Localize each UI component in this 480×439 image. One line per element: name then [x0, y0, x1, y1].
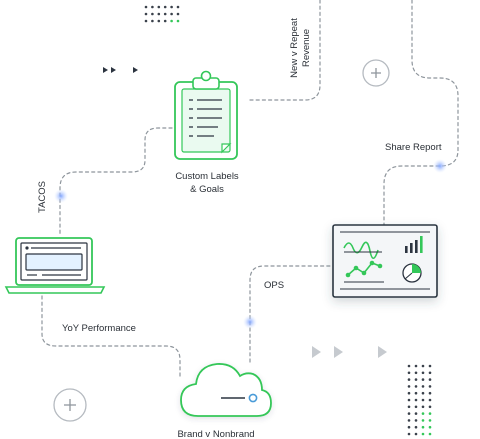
label-ops: OPS	[264, 280, 284, 291]
grid-dot	[407, 371, 411, 375]
dot-grid-top	[144, 5, 180, 23]
grid-dot	[421, 432, 425, 436]
grid-dot	[428, 412, 432, 415]
grid-dot	[407, 425, 411, 429]
grid-dot	[414, 371, 418, 375]
grid-dot	[414, 385, 418, 388]
grid-dot	[414, 364, 418, 368]
glow-nodes	[54, 159, 447, 329]
grid-dot	[163, 5, 167, 9]
plus-circle-icon[interactable]	[53, 388, 87, 422]
grid-dot	[421, 378, 425, 381]
label-custom-labels-line2: & Goals	[190, 184, 224, 195]
grid-dot	[414, 391, 418, 395]
dashboard-icon[interactable]	[332, 224, 438, 298]
grid-dot	[428, 419, 432, 422]
glow-node-share	[433, 159, 447, 173]
grid-dot	[414, 398, 418, 402]
connectors	[41, 0, 459, 377]
label-new-v-repeat: New v Repeat Revenue	[289, 18, 312, 78]
grid-dot	[151, 19, 154, 23]
grid-dot	[421, 371, 425, 375]
grid-dot	[157, 12, 161, 16]
grid-dot	[428, 391, 432, 395]
grid-dot	[151, 5, 154, 9]
connector-laptop-to-cloud	[41, 295, 181, 377]
grid-dot	[407, 385, 411, 388]
label-brand-v-nonbrand: Brand v Nonbrand	[177, 429, 254, 439]
grid-dot	[407, 432, 411, 436]
label-new-v-repeat-line1: New v Repeat	[289, 18, 300, 78]
grid-dot	[170, 12, 173, 16]
grid-dot	[144, 19, 148, 23]
grid-dot	[428, 378, 432, 381]
grid-dot	[163, 12, 167, 16]
label-new-v-repeat-line2: Revenue	[301, 29, 312, 67]
triple-arrow-icon	[103, 67, 138, 73]
grid-dot	[421, 391, 425, 395]
grid-dot	[144, 12, 148, 16]
grid-dot	[421, 398, 425, 402]
cloud-icon[interactable]	[180, 363, 272, 417]
label-custom-labels-line1: Custom Labels	[175, 171, 239, 182]
grid-dot	[421, 419, 425, 422]
grid-dot	[170, 19, 173, 23]
glow-node-ops	[243, 315, 257, 329]
label-share-report: Share Report	[385, 142, 442, 153]
grid-dot	[176, 12, 180, 16]
label-tacos: TACOS	[37, 181, 48, 213]
grid-dot	[407, 419, 411, 422]
grid-dot	[414, 378, 418, 381]
clipboard-icon[interactable]	[174, 70, 238, 160]
plus-circle-icon[interactable]	[362, 59, 390, 87]
triple-arrow-icon	[312, 346, 387, 358]
grid-dot	[157, 19, 161, 23]
grid-dot	[407, 412, 411, 415]
grid-dot	[421, 364, 425, 368]
grid-dot	[144, 5, 148, 9]
grid-dot	[421, 412, 425, 415]
grid-dot	[407, 405, 411, 409]
grid-dot	[428, 385, 432, 388]
grid-dot	[407, 398, 411, 402]
connector-cloud-to-dashboard	[249, 265, 331, 363]
grid-dot	[414, 412, 418, 415]
grid-dot	[421, 385, 425, 388]
grid-dot	[428, 371, 432, 375]
grid-dot	[176, 5, 180, 9]
grid-dot	[157, 5, 161, 9]
grid-dot	[151, 12, 154, 16]
dot-grid-bottom-right	[407, 364, 432, 436]
grid-dot	[414, 425, 418, 429]
dashboard-content	[340, 231, 430, 290]
connector-top-right-to-share	[383, 0, 459, 226]
grid-dot	[407, 391, 411, 395]
grid-dot	[428, 364, 432, 368]
grid-dot	[428, 405, 432, 409]
grid-dot	[414, 405, 418, 409]
connector-clipboard-to-laptop	[59, 127, 173, 237]
glow-node-tacos	[54, 189, 68, 203]
grid-dot	[407, 364, 411, 368]
grid-dot	[170, 5, 173, 9]
grid-dot	[163, 19, 167, 23]
grid-dot	[428, 425, 432, 429]
laptop-icon[interactable]	[4, 237, 106, 294]
label-yoy-performance: YoY Performance	[62, 323, 136, 334]
grid-dot	[428, 398, 432, 402]
grid-dot	[176, 19, 180, 23]
grid-dot	[407, 378, 411, 381]
grid-dot	[414, 419, 418, 422]
grid-dot	[421, 425, 425, 429]
grid-dot	[428, 432, 432, 436]
grid-dot	[421, 405, 425, 409]
grid-dot	[414, 432, 418, 436]
